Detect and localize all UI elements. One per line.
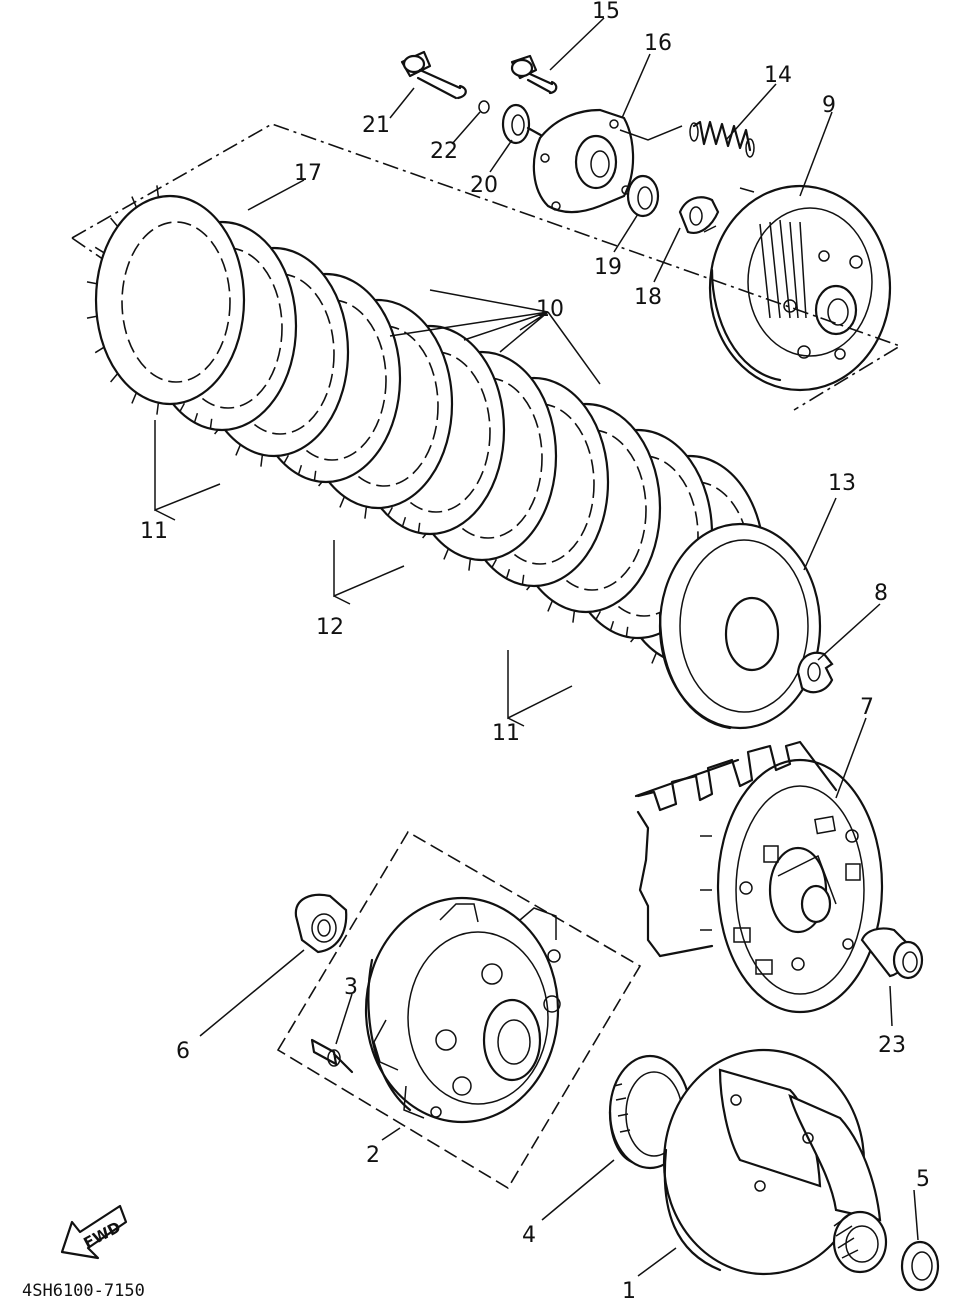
fwd-arrow-icon: FWD — [60, 1204, 128, 1260]
label-23: 23 — [878, 1033, 906, 1058]
label-8: 8 — [874, 581, 888, 606]
label-14: 14 — [764, 63, 792, 88]
label-16: 16 — [644, 31, 672, 56]
label-9: 9 — [822, 93, 836, 118]
part-21-bolt — [400, 50, 467, 100]
leader-lines — [154, 17, 919, 1277]
part-3-pin — [310, 1038, 354, 1074]
label-12: 12 — [316, 615, 344, 640]
part-2-clutch-carrier — [364, 896, 561, 1124]
label-1: 1 — [622, 1279, 636, 1302]
part-1-primary-driven-gear — [662, 1048, 888, 1276]
friction-plate — [86, 185, 246, 415]
part-23-bushing — [860, 927, 924, 980]
part-22-washer — [478, 100, 490, 114]
part-5-washer — [900, 1240, 940, 1292]
part-6-nut — [294, 893, 348, 954]
part-14-spring — [689, 120, 755, 158]
part-16-pressure-plate — [532, 108, 635, 214]
label-3: 3 — [344, 975, 358, 1000]
label-6: 6 — [176, 1039, 190, 1064]
drawing-code: 4SH6100-7150 — [22, 1281, 145, 1301]
part-18-lock-washer — [678, 196, 720, 234]
label-13: 13 — [828, 471, 856, 496]
label-4: 4 — [522, 1223, 536, 1248]
part-labels: 15 16 14 9 21 22 20 17 19 18 10 11 12 11… — [140, 0, 930, 1302]
label-11-lower: 11 — [492, 721, 520, 746]
fwd-label: FWD — [81, 1218, 124, 1252]
label-17: 17 — [294, 161, 322, 186]
part-7-clutch-housing — [634, 740, 884, 1014]
label-11-upper: 11 — [140, 519, 168, 544]
label-22: 22 — [430, 139, 458, 164]
part-19-bearing — [626, 174, 660, 218]
label-20: 20 — [470, 173, 498, 198]
label-7: 7 — [860, 695, 874, 720]
part-20-bearing — [501, 103, 548, 145]
part-8-lock-washer — [796, 651, 834, 694]
label-21: 21 — [362, 113, 390, 138]
part-13-spring-plate — [658, 522, 822, 730]
part-9-clutch-boss — [708, 184, 892, 392]
label-18: 18 — [634, 285, 662, 310]
label-2: 2 — [366, 1143, 380, 1168]
part-15-screw — [510, 54, 558, 95]
label-15: 15 — [592, 0, 620, 24]
part-2-group-box — [276, 830, 642, 1190]
label-10: 10 — [536, 297, 564, 322]
label-19: 19 — [594, 255, 622, 280]
label-5: 5 — [916, 1167, 930, 1192]
